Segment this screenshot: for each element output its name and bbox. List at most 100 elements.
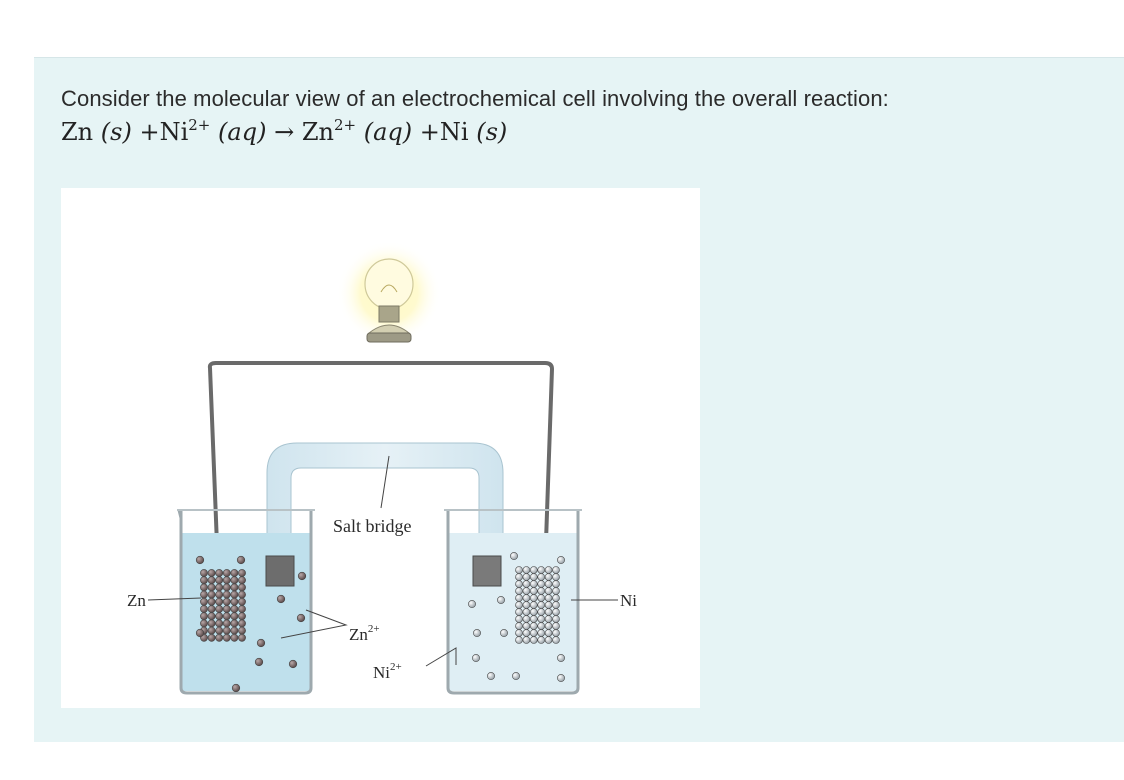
ni-atom — [544, 615, 553, 623]
label-ni-ion-symbol: Ni — [373, 663, 390, 682]
ni-atom — [522, 629, 531, 637]
ni-atom — [537, 573, 546, 581]
ni-ion — [557, 654, 565, 662]
zn-atom — [238, 583, 246, 592]
ni-atom — [544, 594, 553, 602]
zn-atom — [215, 597, 224, 606]
zn-atom — [207, 612, 216, 621]
zn-atom — [207, 619, 216, 628]
zn-atom — [215, 612, 224, 621]
ni-atom — [544, 601, 553, 609]
ni-ion — [468, 600, 476, 608]
eq-reactant2: Ni — [159, 118, 189, 146]
ni-atom — [544, 608, 553, 616]
zn-atom — [207, 590, 216, 599]
label-zn-ion-charge: 2+ — [368, 623, 380, 635]
label-ni-ion-charge: 2+ — [390, 661, 402, 673]
zn-atom — [230, 633, 239, 642]
zn-atom — [215, 633, 224, 642]
zn-ion — [195, 555, 205, 565]
eq-reactant1: Zn — [61, 118, 94, 146]
zn-ion — [297, 571, 307, 581]
zn-atom — [207, 633, 216, 642]
label-zn-ion: Zn2+ — [349, 623, 380, 644]
zn-atom — [215, 569, 224, 577]
ni-atom — [544, 636, 553, 644]
zn-atom — [238, 590, 246, 599]
label-ni: Ni — [620, 591, 637, 610]
zn-ion — [276, 594, 286, 604]
zn-ion — [288, 659, 298, 669]
zn-atom — [200, 605, 208, 613]
ni-atom — [552, 622, 560, 630]
zn-ion — [256, 638, 266, 648]
cell-diagram: Zn Ni Salt bridge Zn2+ Ni2+ — [127, 241, 637, 695]
ni-atom — [529, 601, 538, 609]
ni-atom — [544, 622, 553, 630]
ni-atom — [515, 615, 523, 623]
ni-atom — [552, 636, 560, 644]
ni-atom — [515, 566, 523, 574]
ni-atom — [515, 622, 523, 630]
eq-product2-state: (s) — [476, 118, 508, 146]
zn-atom — [200, 612, 208, 621]
ni-atom — [529, 573, 538, 581]
eq-arrow: → — [274, 118, 295, 146]
zn-atom — [207, 569, 216, 577]
zn-atom — [222, 569, 231, 577]
ni-atom — [522, 594, 531, 602]
ni-atom — [544, 573, 553, 581]
ni-atom — [522, 601, 531, 609]
ni-atom — [544, 587, 553, 595]
zn-atom — [230, 612, 239, 621]
ni-atom — [537, 601, 546, 609]
zn-ion — [195, 628, 205, 638]
zn-atom — [215, 619, 224, 628]
ni-atom — [552, 573, 560, 581]
ni-ion — [487, 672, 495, 680]
ni-atom — [515, 636, 523, 644]
ni-atom — [537, 629, 546, 637]
zn-atom — [200, 619, 208, 628]
eq-reactant2-state: (aq) — [218, 118, 267, 146]
ni-atom — [537, 594, 546, 602]
eq-reactant2-charge: 2+ — [188, 116, 211, 134]
eq-product1: Zn — [301, 118, 334, 146]
leader-lines — [147, 455, 618, 667]
ni-ion — [473, 629, 481, 637]
ni-ion — [497, 596, 505, 604]
zn-atom — [207, 583, 216, 592]
ni-atom — [537, 622, 546, 630]
zn-atom — [222, 612, 231, 621]
ni-atom — [529, 580, 538, 588]
ni-atom — [515, 580, 523, 588]
ni-atom — [515, 573, 523, 581]
ni-atom — [529, 615, 538, 623]
ni-atom — [529, 622, 538, 630]
zn-atom — [238, 597, 246, 606]
reaction-equation: Zn (s) +Ni2+ (aq) → Zn2+ (aq) +Ni (s) — [61, 116, 508, 147]
zn-atom — [215, 605, 224, 613]
zn-atom — [200, 583, 208, 592]
nickel-electrode — [515, 566, 560, 644]
label-zn: Zn — [127, 591, 146, 610]
zn-atom — [230, 583, 239, 592]
zn-atom — [230, 576, 239, 585]
zn-atom — [222, 626, 231, 635]
ni-atom — [522, 622, 531, 630]
ni-atom — [552, 566, 560, 574]
zn-atom — [215, 626, 224, 635]
ni-atom — [515, 587, 523, 595]
ni-atom — [552, 615, 560, 623]
zn-atom — [222, 583, 231, 592]
zn-atom — [238, 576, 246, 585]
label-zn-ion-symbol: Zn — [349, 625, 368, 644]
ni-atom — [515, 601, 523, 609]
ni-atom — [529, 636, 538, 644]
zn-ion — [296, 613, 306, 623]
zn-atom — [238, 605, 246, 613]
ni-atom — [522, 587, 531, 595]
ni-atom — [544, 580, 553, 588]
zn-atom — [207, 605, 216, 613]
ni-ion — [512, 672, 520, 680]
